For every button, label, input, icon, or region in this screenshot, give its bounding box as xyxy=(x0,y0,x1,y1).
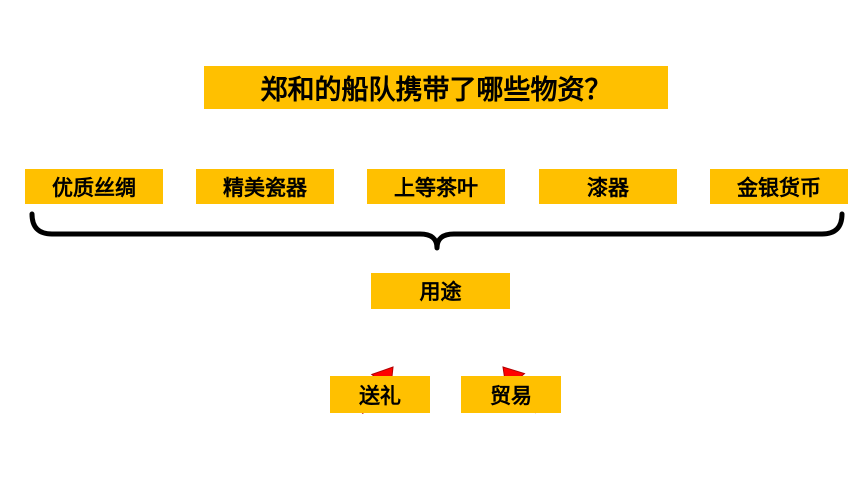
outcome-box-trade: 贸易 xyxy=(461,376,561,413)
title-box: 郑和的船队携带了哪些物资？ xyxy=(204,66,668,109)
item-label: 上等茶叶 xyxy=(394,175,478,200)
item-box-lacquer: 漆器 xyxy=(539,169,677,204)
curly-brace xyxy=(29,211,845,251)
item-box-currency: 金银货币 xyxy=(710,169,848,204)
item-box-tea: 上等茶叶 xyxy=(367,169,505,204)
outcome-label: 送礼 xyxy=(359,383,401,408)
item-box-silk: 优质丝绸 xyxy=(25,169,163,204)
item-label: 精美瓷器 xyxy=(223,175,307,200)
outcome-box-gift: 送礼 xyxy=(330,376,430,413)
outcome-label: 贸易 xyxy=(490,383,532,408)
use-label: 用途 xyxy=(419,280,462,304)
use-box: 用途 xyxy=(371,273,510,309)
title-text: 郑和的船队携带了哪些物资？ xyxy=(260,75,612,106)
item-label: 优质丝绸 xyxy=(52,175,136,200)
item-box-porcelain: 精美瓷器 xyxy=(196,169,334,204)
item-label: 金银货币 xyxy=(737,175,821,200)
item-label: 漆器 xyxy=(587,175,629,200)
